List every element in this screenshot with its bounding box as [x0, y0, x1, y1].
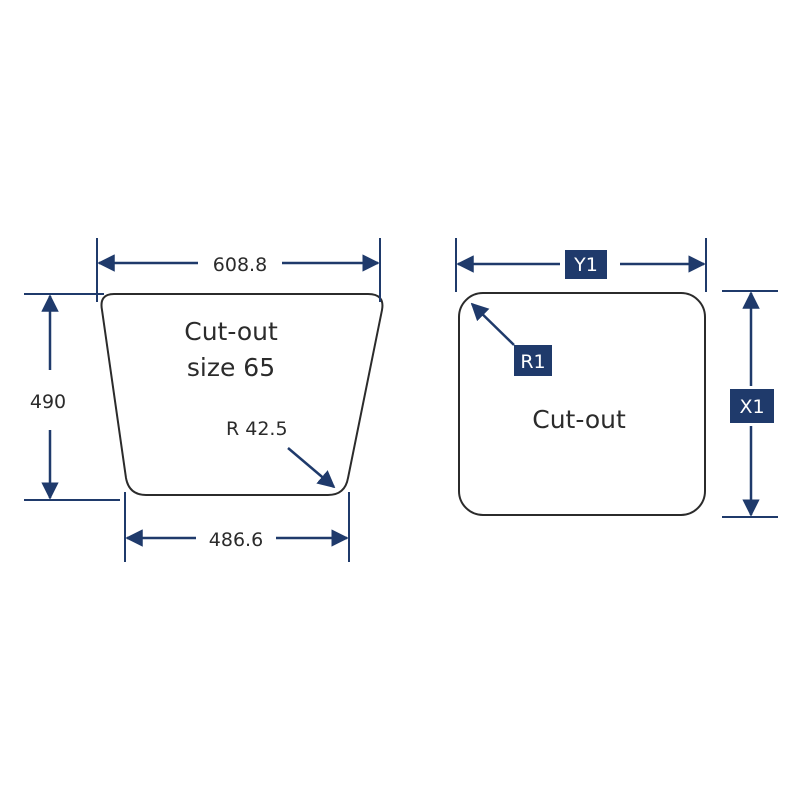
bottom-width-dimension: 486.6: [124, 492, 350, 562]
left-cutout-title-line1: Cut-out: [184, 317, 278, 346]
left-cutout-title-line2: size 65: [187, 353, 275, 382]
left-height-label: 490: [30, 391, 66, 413]
right-cutout-group: Y1 X1 R1 Cut-out: [455, 238, 778, 518]
r1-badge-label: R1: [520, 351, 545, 373]
top-width-label: 608.8: [213, 254, 267, 276]
left-radius-leader-arrow: [287, 447, 336, 489]
right-cutout-title: Cut-out: [532, 405, 626, 434]
left-radius-label: R 42.5: [226, 418, 288, 440]
y1-badge: [565, 250, 607, 279]
x1-height-dimension: X1: [722, 290, 778, 518]
x1-badge: [730, 389, 774, 423]
left-cutout-group: 608.8 490 486.6 Cut-out size 65 R 42.5: [24, 238, 384, 562]
bottom-width-label: 486.6: [209, 529, 263, 551]
y1-badge-label: Y1: [573, 254, 598, 276]
left-cutout-outline: [100, 293, 384, 496]
top-width-dimension: 608.8: [96, 238, 381, 302]
right-cutout-outline: [458, 292, 706, 516]
y1-width-dimension: Y1: [455, 238, 707, 292]
x1-badge-label: X1: [739, 396, 764, 418]
left-height-dimension: 490: [24, 293, 120, 501]
r1-leader-arrow: [470, 302, 515, 346]
r1-badge: [514, 345, 552, 376]
